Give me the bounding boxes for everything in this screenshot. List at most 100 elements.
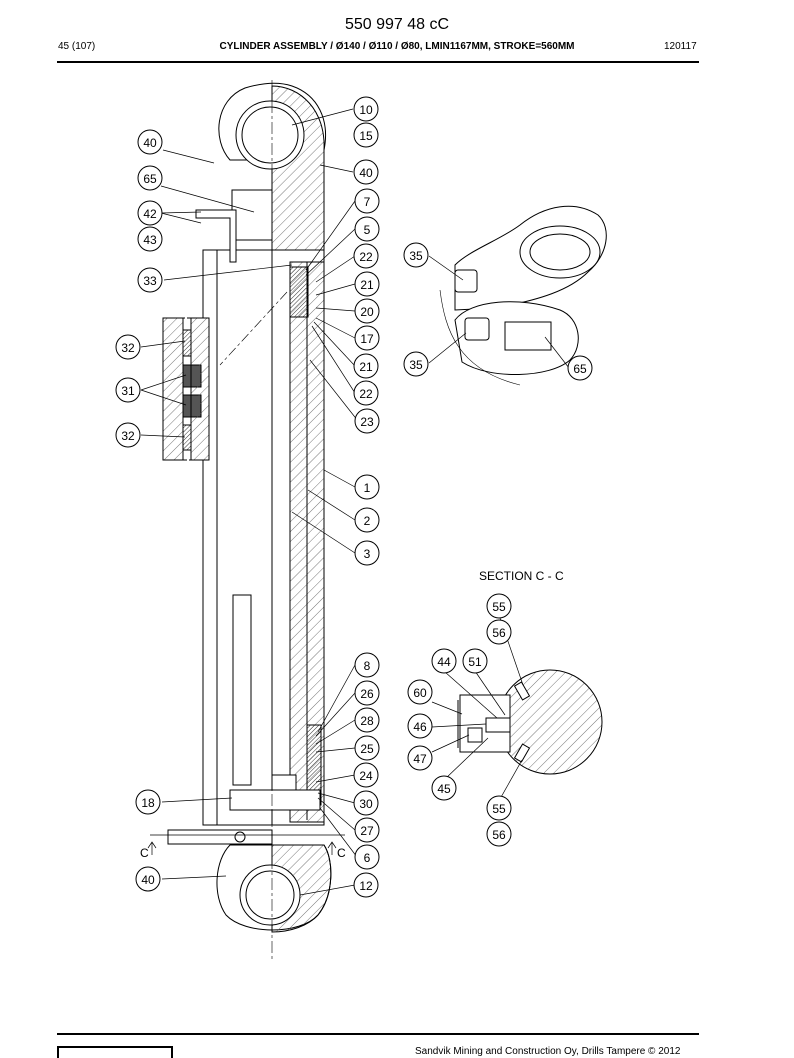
callout-number: 26 xyxy=(360,687,374,701)
callout-number: 55 xyxy=(492,600,506,614)
callout-circle xyxy=(354,540,380,566)
callout-circle xyxy=(353,159,379,185)
callout-number: 31 xyxy=(121,384,135,398)
section-marker-left: C xyxy=(140,846,149,860)
callout-number: 2 xyxy=(364,514,371,528)
callout-number: 18 xyxy=(141,796,155,810)
callout-number: 21 xyxy=(359,360,373,374)
callout-circle xyxy=(115,334,141,360)
callout-number: 25 xyxy=(360,742,374,756)
cylinder-main-view xyxy=(150,80,345,960)
callout-circle xyxy=(486,619,512,645)
callout-number: 24 xyxy=(359,769,373,783)
callout-circle xyxy=(354,817,380,843)
callout-circle xyxy=(135,866,161,892)
callout-number: 5 xyxy=(364,223,371,237)
callout-circle xyxy=(486,795,512,821)
callout-circle xyxy=(403,351,429,377)
callout-number: 65 xyxy=(143,172,157,186)
callout-circle xyxy=(462,648,488,674)
callout-number: 33 xyxy=(143,274,157,288)
callout-circle xyxy=(353,790,379,816)
callout-number: 35 xyxy=(409,249,423,263)
leader-lines xyxy=(140,108,570,896)
footer-divider xyxy=(57,1033,699,1035)
callout-number: 51 xyxy=(468,655,482,669)
callout-circle xyxy=(135,789,161,815)
callout-circle xyxy=(354,216,380,242)
callout-circle xyxy=(567,355,593,381)
callout-number: 12 xyxy=(359,879,373,893)
header-divider xyxy=(57,61,699,63)
callout-number: 27 xyxy=(360,824,374,838)
callout-bubbles: 1015407522212017212223123826282524302761… xyxy=(115,96,593,898)
callout-circle xyxy=(353,96,379,122)
callout-number: 47 xyxy=(413,752,427,766)
callout-circle xyxy=(353,243,379,269)
callout-circle xyxy=(354,707,380,733)
callout-number: 22 xyxy=(359,250,373,264)
callout-circle xyxy=(137,200,163,226)
callout-number: 55 xyxy=(492,802,506,816)
callout-number: 15 xyxy=(359,129,373,143)
callout-number: 44 xyxy=(437,655,451,669)
callout-number: 42 xyxy=(143,207,157,221)
callout-circle xyxy=(354,680,380,706)
callout-circle xyxy=(354,507,380,533)
callout-number: 40 xyxy=(359,166,373,180)
callout-number: 43 xyxy=(143,233,157,247)
brand-logo xyxy=(57,1046,173,1058)
callout-circle xyxy=(403,242,429,268)
callout-circle xyxy=(354,735,380,761)
callout-number: 40 xyxy=(141,873,155,887)
callout-circle xyxy=(115,377,141,403)
section-title: SECTION C - C xyxy=(479,569,564,583)
callout-circle xyxy=(137,129,163,155)
callout-circle xyxy=(431,648,457,674)
callout-circle xyxy=(354,188,380,214)
callout-number: 7 xyxy=(364,195,371,209)
callout-number: 32 xyxy=(121,341,135,355)
callout-number: 1 xyxy=(364,481,371,495)
callout-number: 60 xyxy=(413,686,427,700)
section-marker-right: C xyxy=(337,846,346,860)
callout-circle xyxy=(353,122,379,148)
callout-circle xyxy=(354,844,380,870)
callout-circle xyxy=(353,380,379,406)
callout-number: 35 xyxy=(409,358,423,372)
callout-circle xyxy=(354,298,380,324)
callout-circle xyxy=(137,165,163,191)
callout-circle xyxy=(353,353,379,379)
callout-circle xyxy=(354,325,380,351)
eye-isometric-view xyxy=(439,205,607,386)
document-number: 550 997 48 cC xyxy=(344,16,450,33)
callout-number: 46 xyxy=(413,720,427,734)
page-title: CYLINDER ASSEMBLY / Ø140 / Ø110 / Ø80, L… xyxy=(219,41,575,52)
callout-number: 30 xyxy=(359,797,373,811)
callout-circle xyxy=(137,267,163,293)
callout-circle xyxy=(354,271,380,297)
callout-circle xyxy=(354,408,380,434)
callout-circle xyxy=(354,652,380,678)
callout-number: 40 xyxy=(143,136,157,150)
callout-number: 10 xyxy=(359,103,373,117)
footer-copyright: Sandvik Mining and Construction Oy, Dril… xyxy=(415,1046,681,1057)
callout-number: 56 xyxy=(492,828,506,842)
callout-number: 21 xyxy=(360,278,374,292)
callout-circle xyxy=(353,872,379,898)
seal-detail-view xyxy=(162,317,210,461)
callout-number: 6 xyxy=(364,851,371,865)
callout-number: 8 xyxy=(364,659,371,673)
revision-date: 120117 xyxy=(664,41,697,52)
callout-number: 56 xyxy=(492,626,506,640)
page-number: 45 (107) xyxy=(58,41,96,52)
callout-circle xyxy=(115,422,141,448)
callout-number: 17 xyxy=(360,332,374,346)
callout-circle xyxy=(137,226,163,252)
callout-number: 28 xyxy=(360,714,374,728)
callout-number: 23 xyxy=(360,415,374,429)
callout-number: 20 xyxy=(360,305,374,319)
callout-circle xyxy=(354,474,380,500)
callout-circle xyxy=(407,679,433,705)
